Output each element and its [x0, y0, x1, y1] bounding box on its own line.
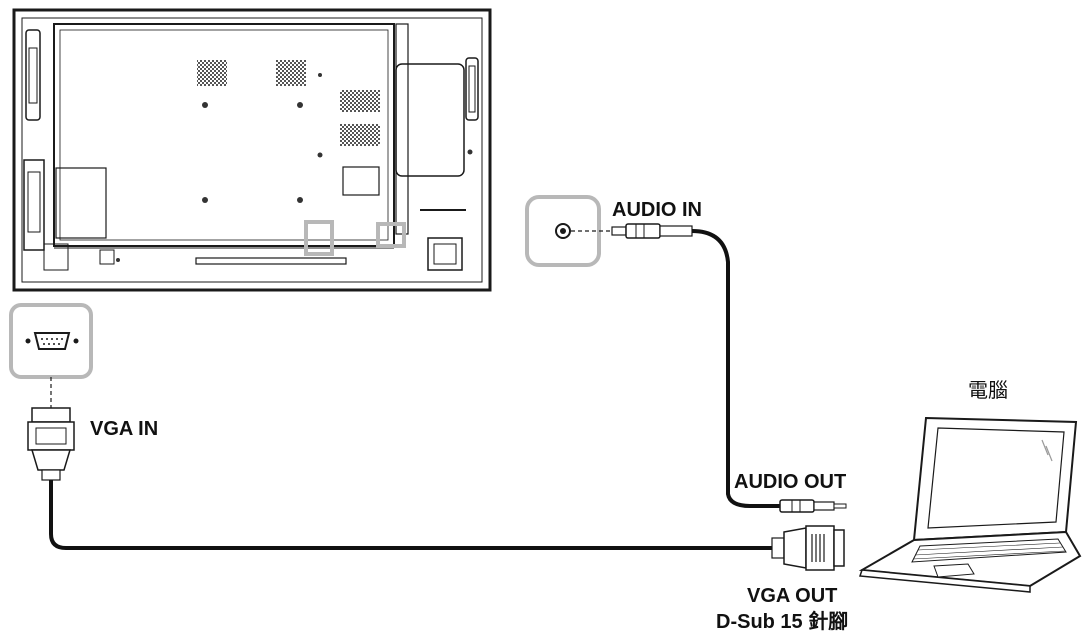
audio-in-label: AUDIO IN	[612, 199, 702, 221]
display-rear-panel	[12, 8, 492, 292]
laptop-icon	[858, 416, 1082, 593]
vga-out-label: VGA OUT	[747, 585, 838, 607]
audio-out-label: AUDIO OUT	[734, 471, 847, 493]
vga-in-port	[9, 303, 93, 379]
vga-cable	[27, 407, 845, 571]
computer-label: 電腦	[968, 378, 1008, 402]
dsub-label: D-Sub 15 針腳	[716, 611, 849, 633]
audio-cable	[611, 223, 847, 513]
vga-in-label: VGA IN	[90, 418, 159, 440]
